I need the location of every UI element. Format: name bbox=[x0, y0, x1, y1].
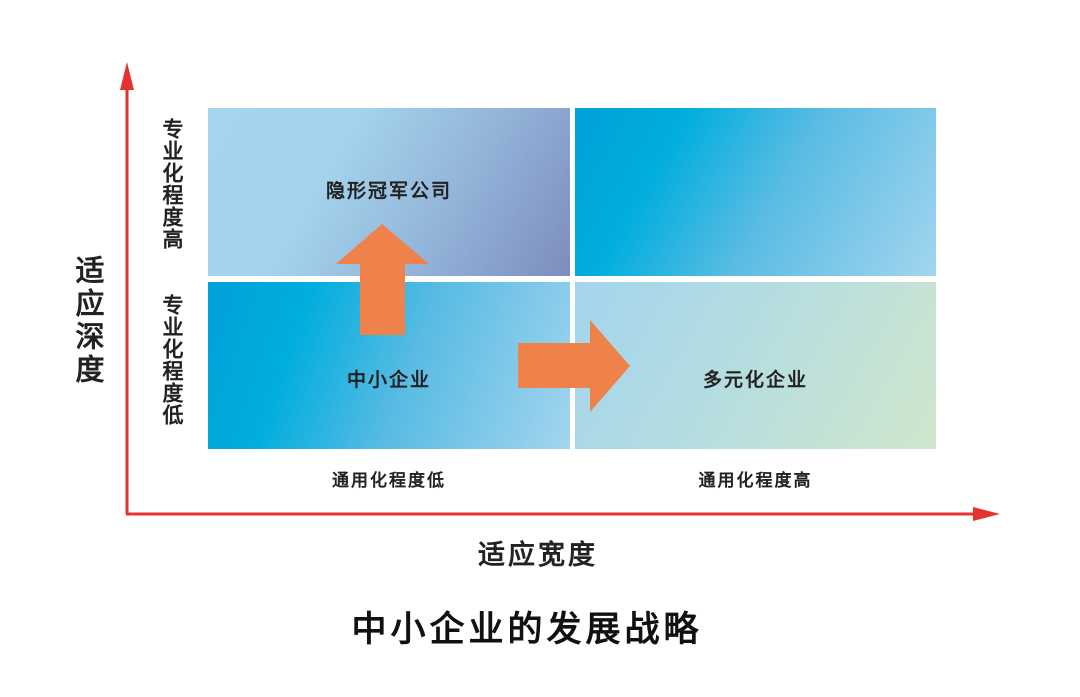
x-axis-label: 适应宽度 bbox=[478, 540, 598, 571]
right-arrow bbox=[518, 320, 630, 412]
quadrant-label-sme: 中小企业 bbox=[346, 369, 431, 391]
x-level-low: 通用化程度低 bbox=[332, 471, 446, 491]
y-level-low: 专业化程度低 bbox=[160, 294, 184, 426]
y-axis-arrowhead bbox=[120, 62, 134, 90]
diagram-title: 中小企业的发展战略 bbox=[351, 610, 703, 650]
up-arrow bbox=[336, 224, 429, 335]
quadrant-label-diversified: 多元化企业 bbox=[702, 369, 808, 391]
x-level-high: 通用化程度高 bbox=[698, 471, 813, 491]
x-axis-arrowhead bbox=[973, 507, 1000, 521]
y-level-high: 专业化程度高 bbox=[160, 118, 184, 250]
quadrant-top-right bbox=[575, 108, 936, 276]
quadrant-label-hidden-champion: 隐形冠军公司 bbox=[325, 180, 452, 202]
y-axis-label: 适应深度 bbox=[71, 255, 105, 387]
quadrant-bottom-right: 多元化企业 bbox=[575, 282, 936, 449]
